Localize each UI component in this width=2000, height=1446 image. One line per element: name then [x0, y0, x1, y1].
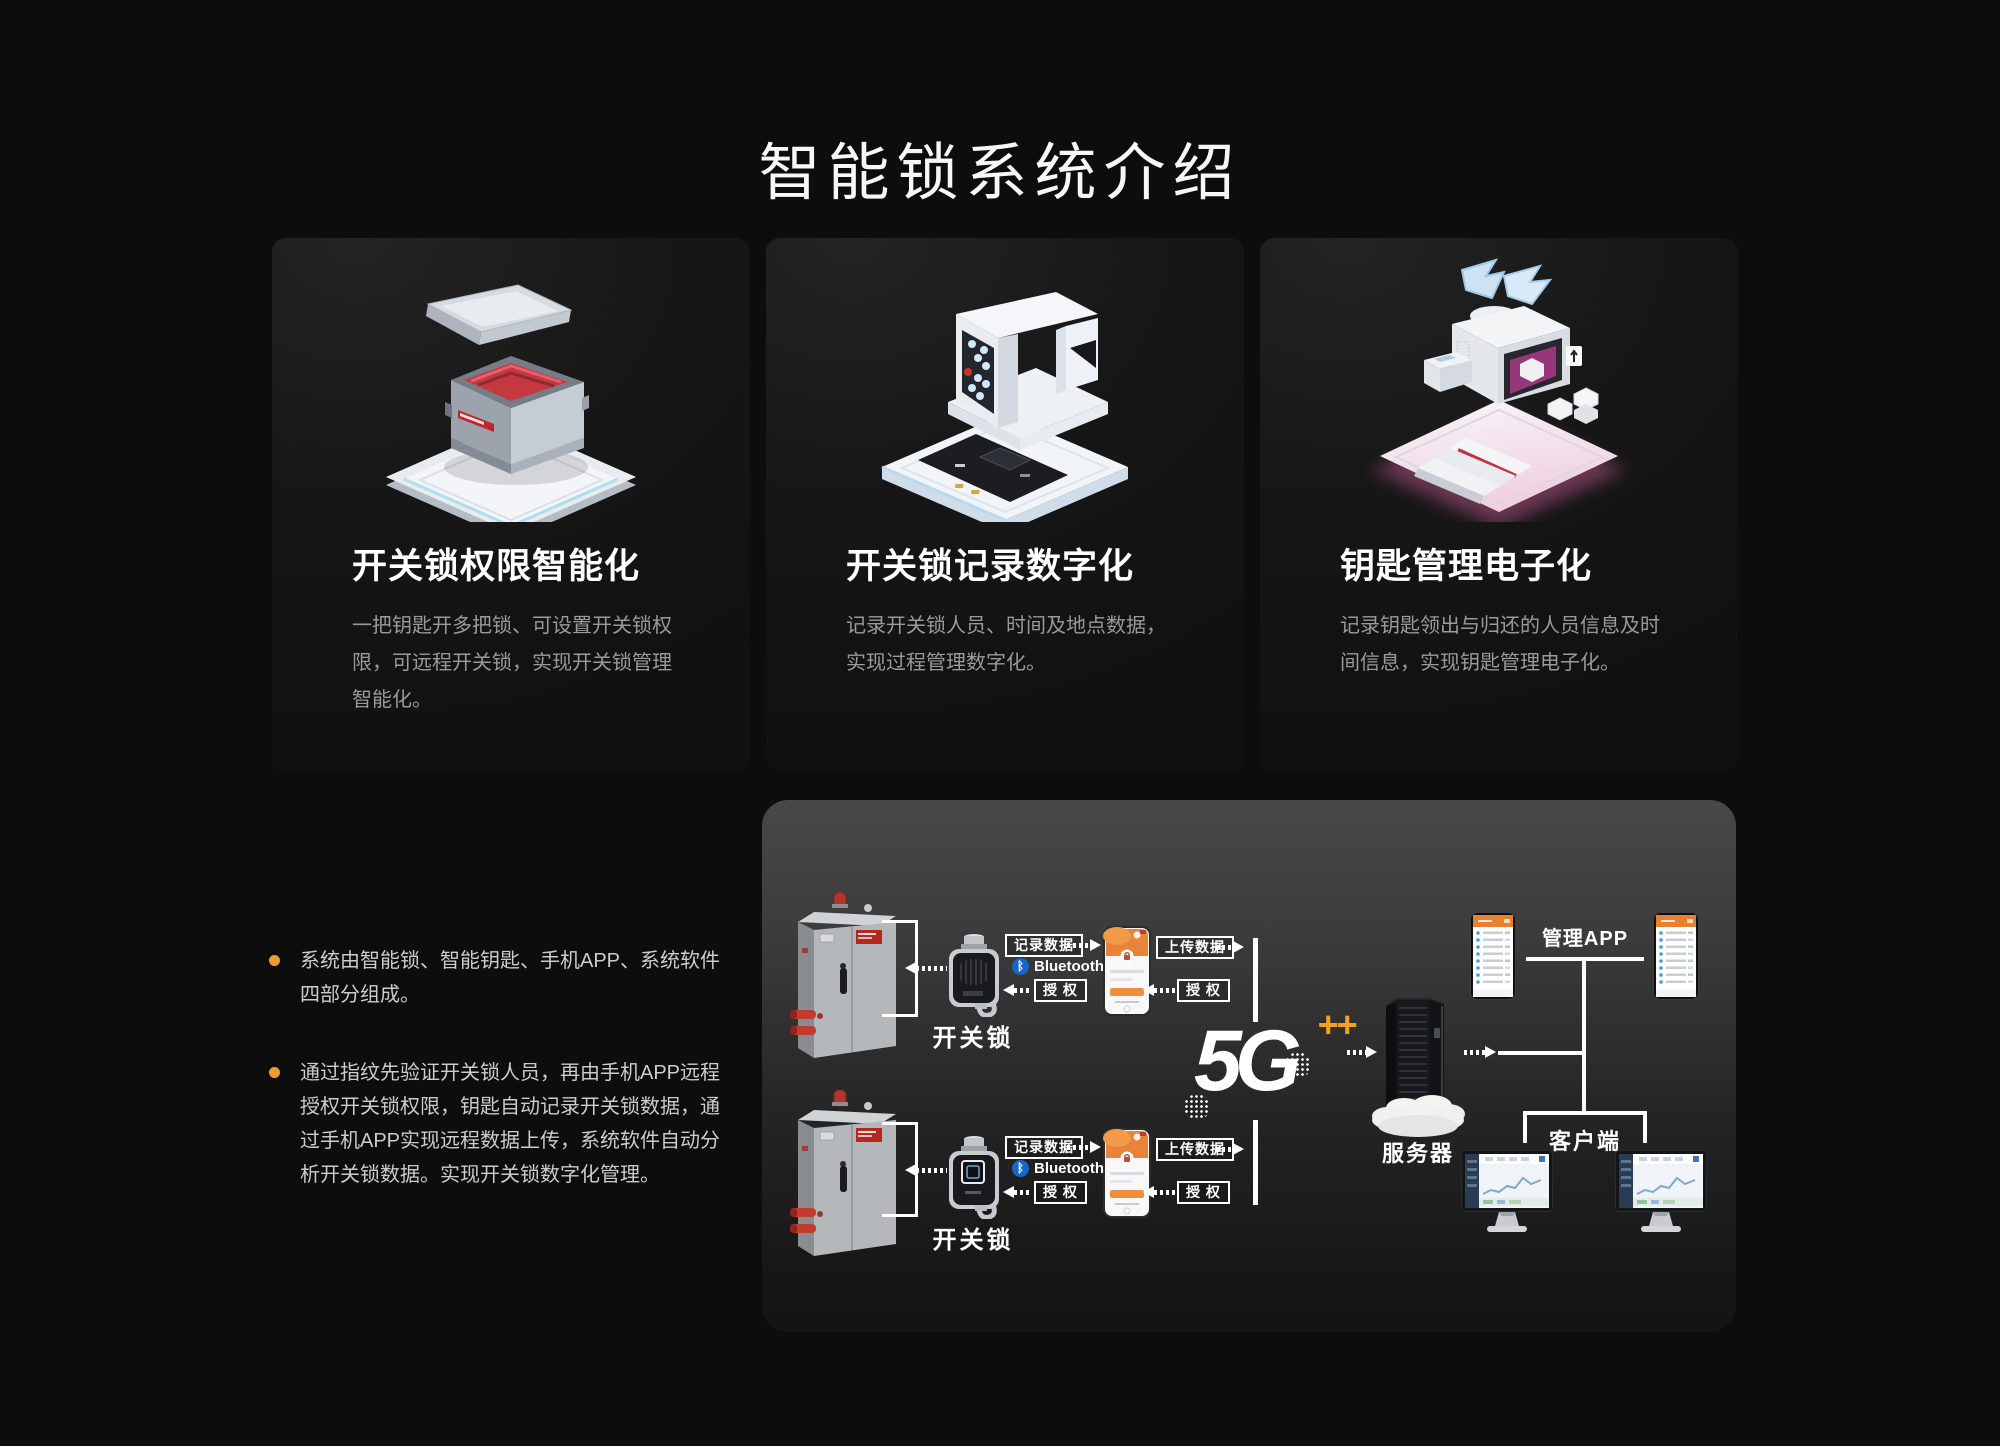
connector-line	[1498, 1051, 1586, 1055]
authorize-label: 授 权	[1034, 1181, 1087, 1204]
flow-arrow-right-icon	[1347, 1046, 1377, 1058]
note-text: 通过指纹先验证开关锁人员，再由手机APP远程授权开关锁权限，钥匙自动记录开关锁数…	[300, 1062, 721, 1186]
client-desktop-monitor	[1461, 1150, 1553, 1232]
bluetooth-icon: ᛒ	[1012, 1160, 1029, 1177]
card-title: 开关锁权限智能化	[352, 547, 641, 586]
card-title: 开关锁记录数字化	[846, 547, 1135, 586]
network-boundary-line	[1253, 938, 1258, 1022]
smart-lock-device-fingerprint-illustration	[949, 1136, 999, 1219]
flow-arrow-right-icon	[1216, 941, 1244, 953]
connector-line	[882, 1014, 918, 1017]
smart-lock-device-illustration	[949, 934, 999, 1017]
electrical-cabinet-illustration	[790, 891, 896, 1058]
mobile-app-login-phone	[1103, 1128, 1151, 1218]
card-description: 一把钥匙开多把锁、可设置开关锁权限，可远程开关锁，实现开关锁管理智能化。	[352, 615, 672, 711]
flow-arrow-left-icon	[1143, 984, 1175, 996]
card-description: 记录钥匙领出与归还的人员信息及时间信息，实现钥匙管理电子化。	[1340, 615, 1660, 674]
dot-texture-icon	[1285, 1052, 1311, 1078]
connector-line	[1523, 1111, 1647, 1115]
upload-data-label: 上传数据	[1156, 936, 1234, 959]
flow-arrow-left-icon	[1003, 984, 1032, 996]
dot-texture-icon	[1184, 1094, 1210, 1120]
connector-line	[882, 1214, 918, 1217]
network-boundary-line	[1253, 1120, 1258, 1205]
card-lock-permission: 开关锁权限智能化 一把钥匙开多把锁、可设置开关锁权限，可远程开关锁，实现开关锁管…	[272, 238, 750, 772]
flow-arrow-right-icon	[1067, 1141, 1101, 1153]
card-key-management: 钥匙管理电子化 记录钥匙领出与归还的人员信息及时间信息，实现钥匙管理电子化。	[1260, 238, 1738, 772]
connector-line	[882, 920, 918, 923]
flow-arrow-left-icon	[1143, 1186, 1175, 1198]
client-desktop-monitor	[1615, 1150, 1707, 1232]
mobile-app-login-phone	[1103, 926, 1151, 1016]
management-app-phone	[1470, 912, 1516, 1000]
5g-network-logo: 5G ++	[1184, 1004, 1363, 1122]
server-label: 服务器	[1381, 1141, 1454, 1166]
5g-plus-text: ++	[1316, 1004, 1357, 1045]
connector-line	[1523, 1111, 1527, 1143]
client-label: 客户端	[1548, 1129, 1621, 1154]
management-app-phone	[1653, 912, 1699, 1000]
key-management-3d-illustration	[1372, 258, 1626, 522]
flow-arrow-right-icon	[1067, 939, 1101, 951]
flow-arrow-left-icon	[905, 1164, 947, 1176]
5g-text: 5G	[1194, 1013, 1302, 1109]
flow-arrow-left-icon	[1003, 1186, 1032, 1198]
lock-label: 开关锁	[932, 1227, 1014, 1254]
system-notes: 系统由智能锁、智能钥匙、手机APP、系统软件四部分组成。 通过指纹先验证开关锁人…	[262, 944, 754, 1236]
card-description: 记录开关锁人员、时间及地点数据，实现过程管理数字化。	[846, 615, 1166, 674]
bluetooth-indicator: ᛒ Bluetooth	[1012, 958, 1104, 975]
lock-label: 开关锁	[932, 1025, 1014, 1052]
authorize-label: 授 权	[1177, 1181, 1230, 1204]
note-item: 系统由智能锁、智能钥匙、手机APP、系统软件四部分组成。	[262, 944, 732, 1012]
note-item: 通过指纹先验证开关锁人员，再由手机APP远程授权开关锁权限，钥匙自动记录开关锁数…	[262, 1056, 732, 1192]
connector-line	[1643, 1111, 1647, 1143]
electrical-cabinet-illustration	[790, 1089, 896, 1256]
bullet-dot-icon	[269, 955, 280, 966]
bluetooth-label: Bluetooth	[1034, 958, 1104, 975]
record-data-label: 记录数据	[1005, 1136, 1083, 1159]
system-architecture-diagram: 开关锁 记录数据 ᛒ Bluetooth 授 权 上传数据 授 权	[762, 800, 1736, 1332]
flow-arrow-right-icon	[1464, 1046, 1496, 1058]
bluetooth-label: Bluetooth	[1034, 1160, 1104, 1177]
card-record-digitization: 开关锁记录数字化 记录开关锁人员、时间及地点数据，实现过程管理数字化。	[766, 238, 1244, 772]
smart-lock-3d-illustration	[386, 284, 636, 522]
connector-line	[882, 1122, 918, 1125]
bluetooth-icon: ᛒ	[1012, 958, 1029, 975]
bullet-dot-icon	[269, 1067, 280, 1078]
server-on-cloud-illustration	[1372, 998, 1465, 1137]
management-app-label: 管理APP	[1541, 928, 1629, 950]
note-text: 系统由智能锁、智能钥匙、手机APP、系统软件四部分组成。	[300, 950, 721, 1006]
authorize-label: 授 权	[1177, 979, 1230, 1002]
authorize-label: 授 权	[1034, 979, 1087, 1002]
bluetooth-indicator: ᛒ Bluetooth	[1012, 1160, 1104, 1177]
flow-arrow-right-icon	[1216, 1143, 1244, 1155]
page-title: 智能锁系统介绍	[758, 138, 1242, 208]
data-record-3d-illustration	[881, 292, 1128, 522]
flow-arrow-left-icon	[905, 962, 947, 974]
connector-line	[1582, 957, 1586, 1114]
card-title: 钥匙管理电子化	[1340, 547, 1593, 586]
